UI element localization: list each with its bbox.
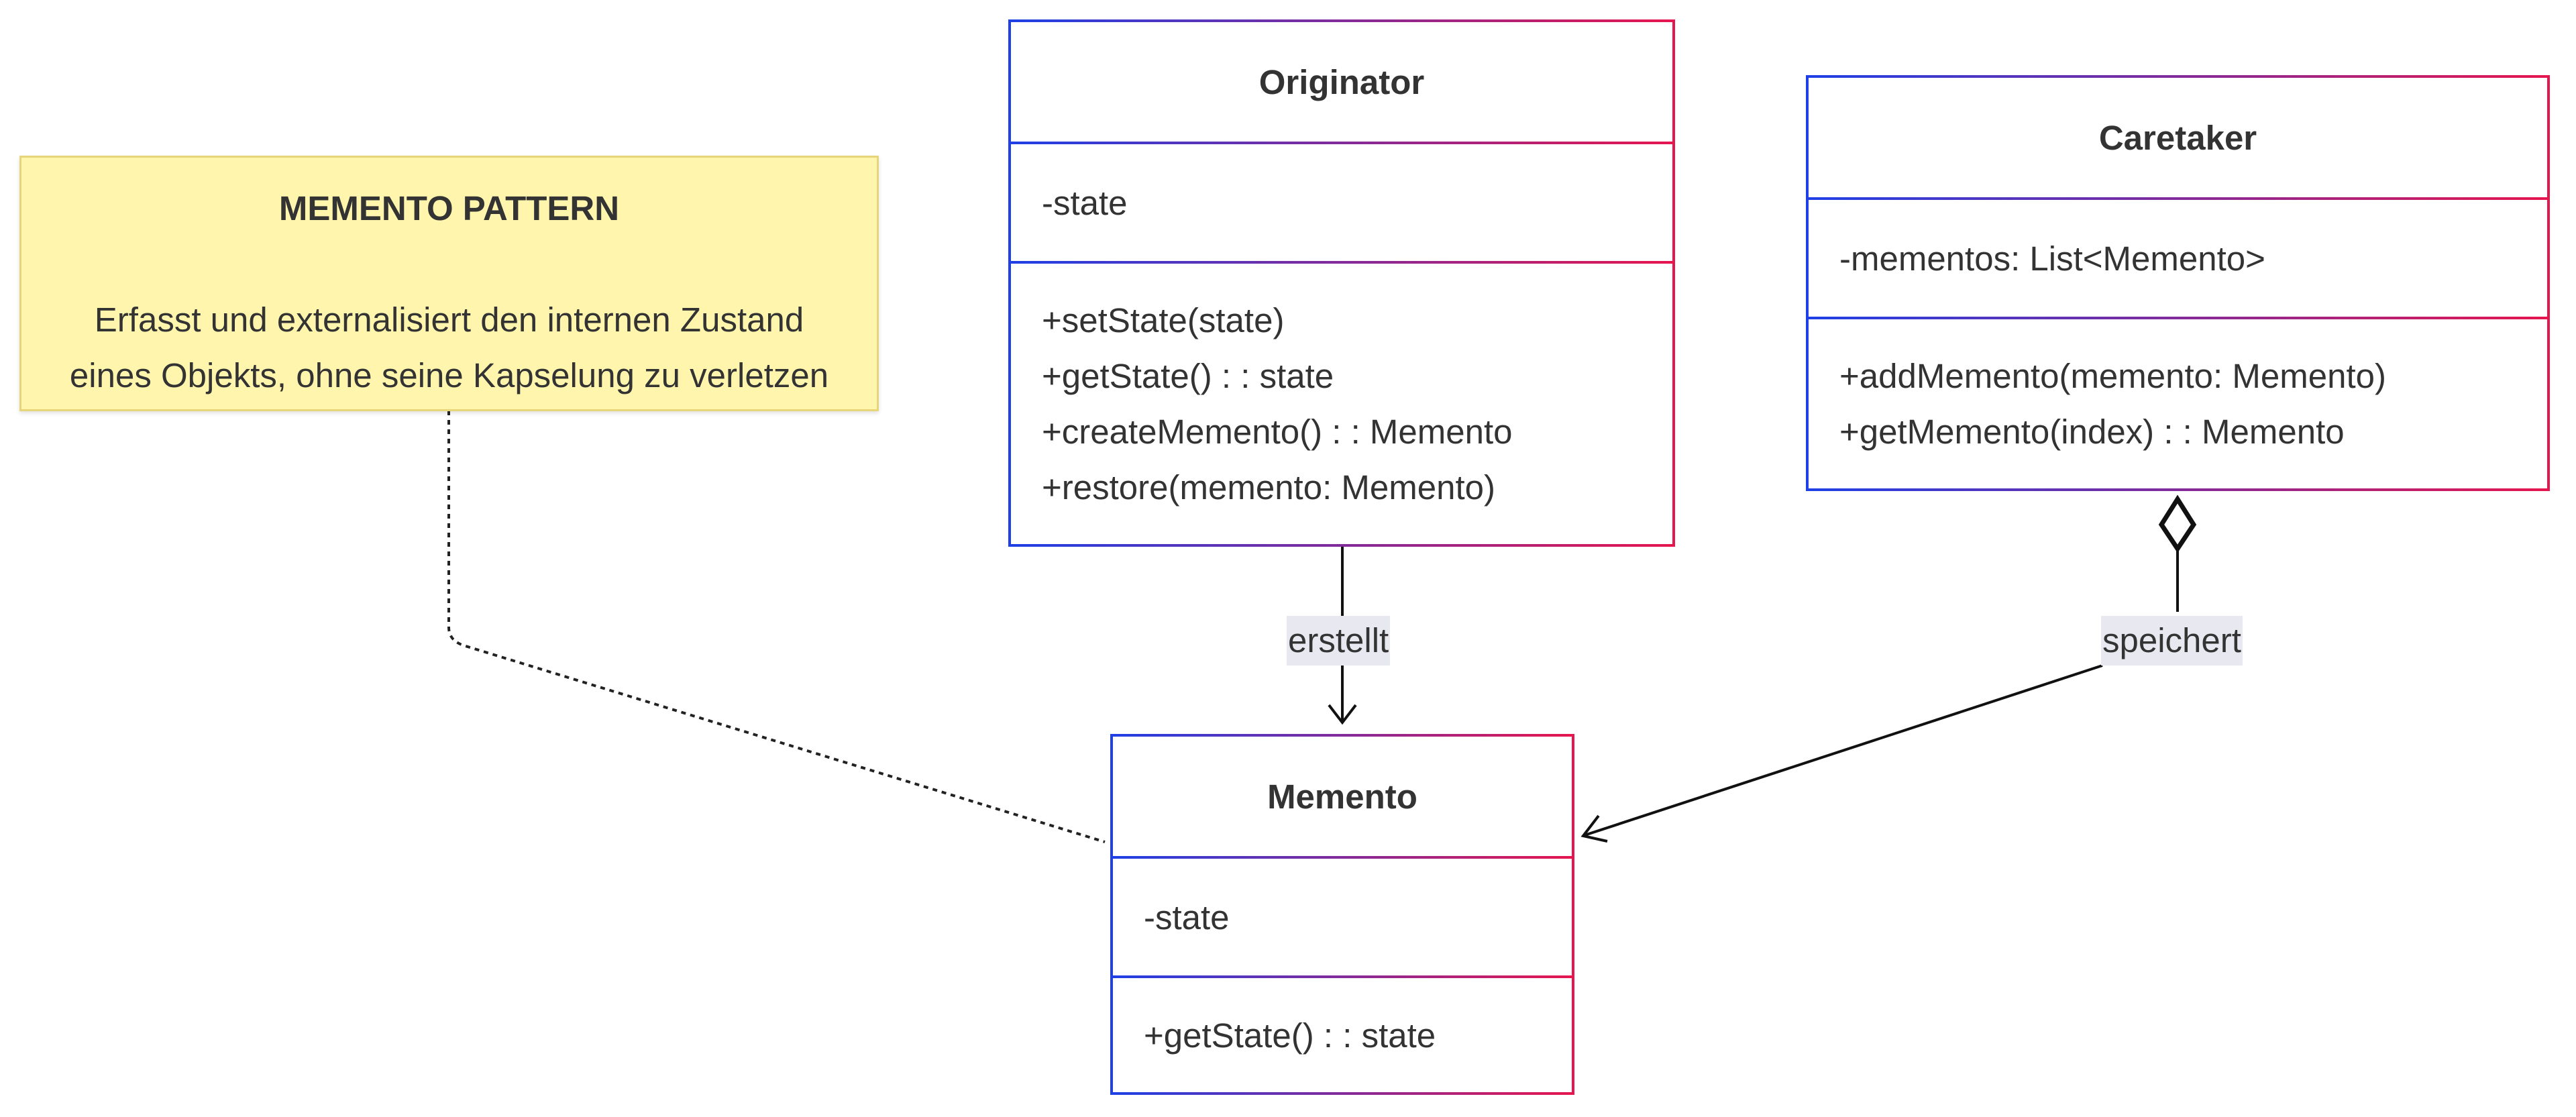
method: +createMemento() : : Memento [1042, 413, 1513, 451]
method: +getState() : : state [1042, 357, 1334, 395]
method: +getMemento(index) : : Memento [1839, 413, 2345, 451]
class-name: Originator [1258, 62, 1425, 101]
class-name: Memento [1267, 777, 1417, 816]
class-attributes: -state [1011, 142, 1672, 261]
relation-label-creates: erstellt [1287, 616, 1391, 666]
class-memento: Memento -state +getState() : : state [1110, 734, 1574, 1095]
method: +restore(memento: Memento) [1042, 468, 1495, 507]
stores-arrowhead [1580, 814, 1608, 843]
pattern-note: MEMENTO PATTERN Erfasst und externalisie… [19, 156, 879, 411]
aggregation-diamond-icon [2158, 494, 2197, 553]
class-attributes: -state [1113, 856, 1572, 975]
attribute: -mementos: List<Memento> [1839, 239, 2265, 278]
note-title: MEMENTO PATTERN [278, 189, 620, 227]
class-caretaker: Caretaker -mementos: List<Memento> +addM… [1806, 75, 2550, 491]
attribute: -state [1042, 183, 1128, 222]
creates-arrowhead [1328, 704, 1357, 725]
attribute: -state [1144, 898, 1230, 937]
class-methods: +addMemento(memento: Memento) +getMement… [1809, 317, 2547, 488]
method: +addMemento(memento: Memento) [1839, 357, 2386, 395]
stores-line-diagonal [1584, 664, 2103, 837]
note-line: Erfasst und externalisiert den internen … [94, 301, 804, 339]
class-name: Caretaker [2098, 118, 2257, 157]
note-connector-dotted [447, 411, 1106, 843]
class-methods: +setState(state) +getState() : : state +… [1011, 261, 1672, 544]
note-line: eines Objekts, ohne seine Kapselung zu v… [69, 356, 829, 394]
note-description: Erfasst und externalisiert den internen … [21, 292, 877, 403]
class-attributes: -mementos: List<Memento> [1809, 197, 2547, 317]
method: +getState() : : state [1144, 1016, 1436, 1055]
method: +setState(state) [1042, 301, 1285, 339]
relation-label-stores: speichert [2101, 616, 2243, 666]
class-methods: +getState() : : state [1113, 975, 1572, 1092]
class-originator: Originator -state +setState(state) +getS… [1008, 19, 1675, 547]
